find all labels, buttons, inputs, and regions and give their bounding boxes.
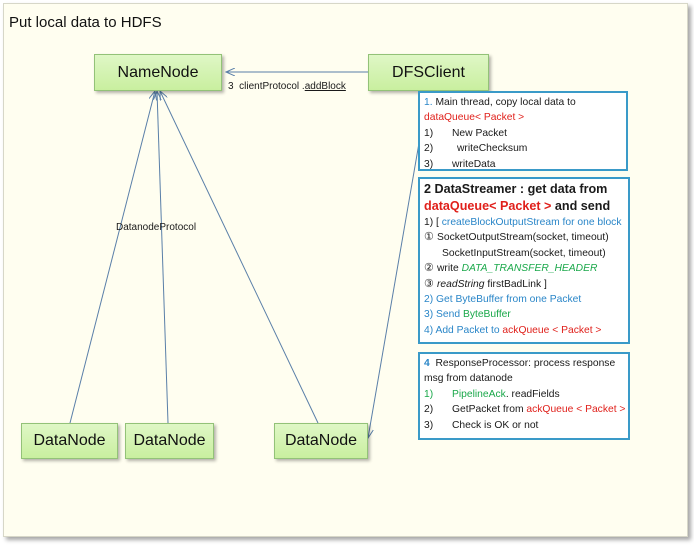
edge-datanode2-to-namenode: [157, 91, 169, 424]
add-block-method: addBlock: [304, 81, 346, 92]
note2-title-2: dataQueue< Packet > and send: [424, 199, 611, 213]
note-data-streamer: 2 DataStreamer : get data from dataQueue…: [418, 177, 630, 344]
node-dfsclient[interactable]: DFSClient: [368, 54, 489, 91]
note3-title: 4 ResponseProcessor: process response: [424, 358, 616, 369]
node-namenode[interactable]: NameNode: [94, 54, 222, 91]
edge-datanode1-to-namenode: [69, 91, 155, 424]
node-datanode-1[interactable]: DataNode: [21, 423, 118, 459]
diagram-title: Put local data to HDFS: [9, 14, 162, 31]
note-response-processor: 4 ResponseProcessor: process response ms…: [418, 352, 630, 440]
note1-item: 1)New Packet: [424, 127, 507, 139]
edge-label-add-block: 3 clientProtocol .addBlock: [228, 81, 346, 92]
add-block-protocol: clientProtocol .: [239, 81, 305, 92]
note3-item: 3)Check is OK or not: [424, 419, 539, 431]
note2-step: 4) Add Packet to ackQueue < Packet >: [424, 324, 602, 336]
note2-title: 2 DataStreamer : get data from: [424, 182, 608, 196]
edge-datanode3-to-namenode: [160, 91, 319, 424]
node-datanode-2[interactable]: DataNode: [125, 423, 214, 459]
note3-item: 2)GetPacket from ackQueue < Packet >: [424, 404, 626, 416]
note2-step: SocketInputStream(socket, timeout): [442, 247, 606, 259]
add-block-step-number: 3: [228, 81, 234, 92]
note1-step-number: 1.: [424, 97, 433, 108]
node-datanode-3[interactable]: DataNode: [274, 423, 368, 459]
note1-item: 3)writeData: [424, 158, 496, 170]
note1-item: 2)writeChecksum: [424, 143, 528, 155]
note2-step: 2) Get ByteBuffer from one Packet: [424, 294, 582, 306]
edge-label-datanode-protocol: DatanodeProtocol: [116, 222, 197, 233]
note3-title-2: msg from datanode: [424, 373, 513, 385]
note3-item: 1)PipelineAck. readFields: [424, 388, 560, 400]
note2-step: 3) Send ByteBuffer: [424, 309, 511, 321]
note-main-thread: 1. Main thread, copy local data to dataQ…: [418, 91, 628, 171]
note1-title: Main thread, copy local data to: [435, 97, 576, 108]
note1-queue: dataQueue< Packet >: [424, 112, 525, 124]
note2-step: 1) [ createBlockOutputStream for one blo…: [424, 217, 622, 228]
